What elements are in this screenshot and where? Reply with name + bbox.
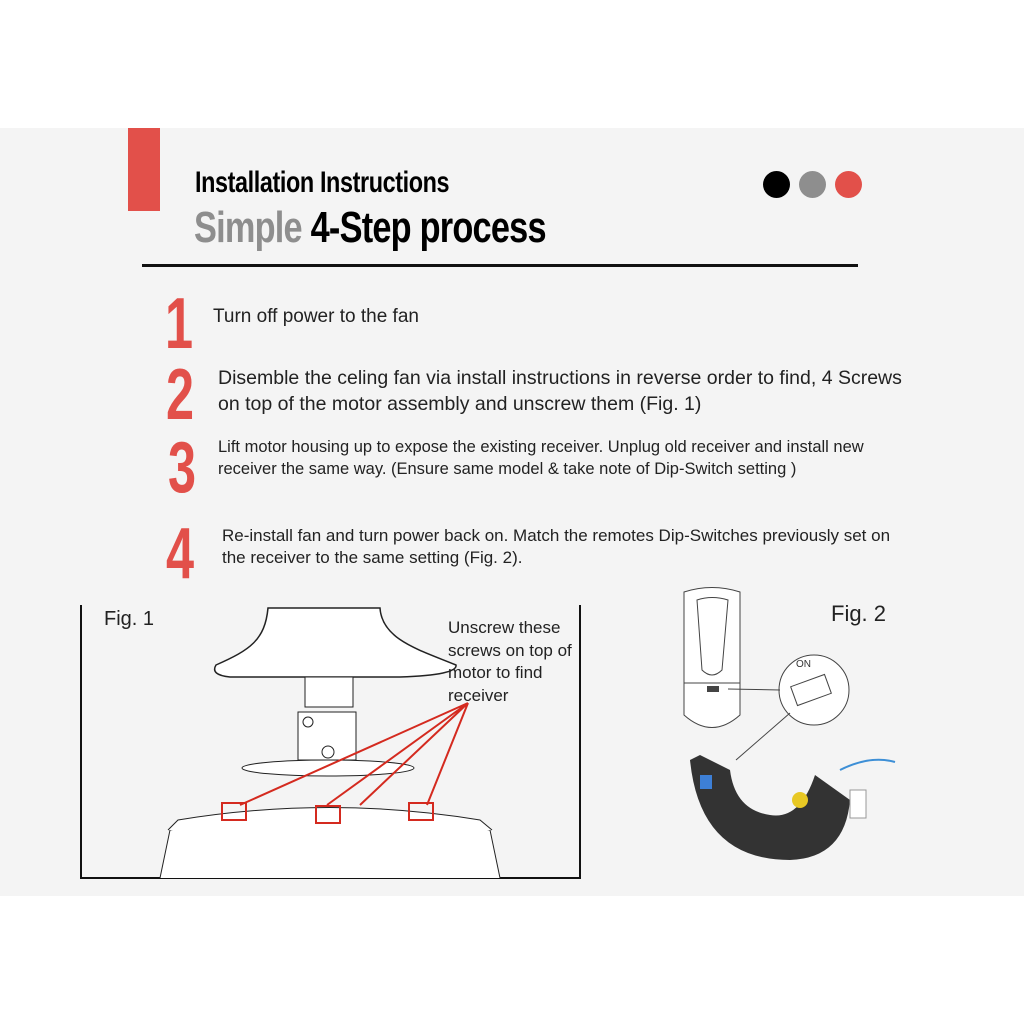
page-subtitle: Simple 4-Step process xyxy=(194,203,547,253)
dip-switch-on-label: ON xyxy=(796,659,811,670)
step-number: 1 xyxy=(165,284,194,364)
content-panel xyxy=(0,128,1024,896)
page-title: Installation Instructions xyxy=(195,166,450,199)
step-text: Re-install fan and turn power back on. M… xyxy=(222,526,891,567)
gray-dot xyxy=(799,171,826,198)
fig1-label: Fig. 1 xyxy=(104,608,155,630)
step-text: Turn off power to the fan xyxy=(213,306,419,327)
subtitle-gray: Simple xyxy=(194,203,303,252)
step-number: 4 xyxy=(166,514,195,594)
red-dot xyxy=(835,171,862,198)
step-text: Lift motor housing up to expose the exis… xyxy=(218,438,864,478)
step-number: 3 xyxy=(168,428,197,508)
step-text: Disemble the celing fan via install inst… xyxy=(218,367,902,415)
divider xyxy=(142,264,858,267)
black-dot xyxy=(763,171,790,198)
fig1-callout: Unscrew these screws on top of motor to … xyxy=(448,618,572,705)
fig2-label: Fig. 2 xyxy=(831,601,887,626)
subtitle-black: 4-Step process xyxy=(310,203,547,252)
accent-bar xyxy=(128,128,160,211)
step-number: 2 xyxy=(166,355,195,435)
